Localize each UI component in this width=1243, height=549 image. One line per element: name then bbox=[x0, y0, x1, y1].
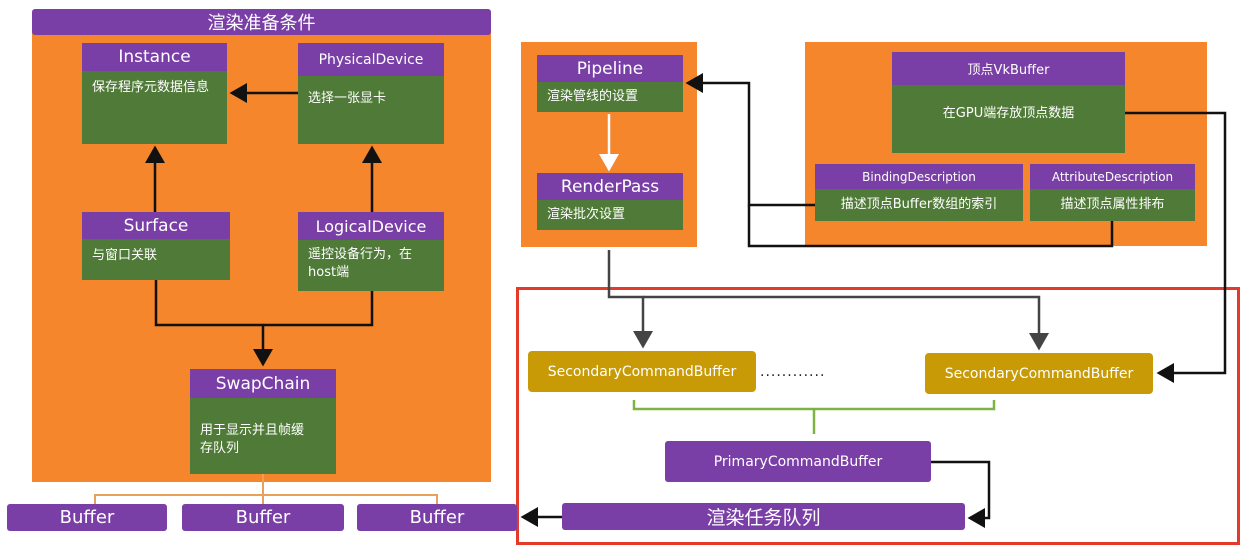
binding-description-title: BindingDescription bbox=[815, 164, 1023, 189]
attribute-description-title: AttributeDescription bbox=[1030, 164, 1195, 189]
primary-command-buffer: PrimaryCommandBuffer bbox=[665, 441, 931, 482]
arrow-vertex-to-pipeline bbox=[685, 73, 815, 207]
command-highlight-frame bbox=[516, 287, 1240, 545]
pipeline-body: 渲染管线的设置 bbox=[537, 82, 683, 112]
swapchain-title: SwapChain bbox=[190, 369, 336, 398]
logical-device-body: 遥控设备行为，在host端 bbox=[298, 240, 444, 291]
renderpass-body: 渲染批次设置 bbox=[537, 200, 683, 230]
logical-device-title: LogicalDevice bbox=[298, 212, 444, 240]
vkbuffer-title: 顶点VkBuffer bbox=[892, 52, 1125, 85]
secondary-command-buffer-right: SecondaryCommandBuffer bbox=[925, 353, 1153, 394]
prep-panel-title: 渲染准备条件 bbox=[32, 9, 491, 35]
attribute-description-body: 描述顶点属性排布 bbox=[1030, 189, 1195, 221]
vkbuffer-body: 在GPU端存放顶点数据 bbox=[892, 85, 1125, 153]
ellipsis-text: ............ bbox=[760, 364, 826, 380]
render-task-queue: 渲染任务队列 bbox=[562, 503, 965, 530]
secondary-command-buffer-left: SecondaryCommandBuffer bbox=[528, 351, 756, 392]
binding-description-body: 描述顶点Buffer数组的索引 bbox=[815, 189, 1023, 221]
instance-title: Instance bbox=[82, 43, 227, 71]
instance-body: 保存程序元数据信息 bbox=[82, 71, 227, 144]
surface-body: 与窗口关联 bbox=[82, 239, 230, 280]
renderpass-title: RenderPass bbox=[537, 173, 683, 200]
physical-device-title: PhysicalDevice bbox=[298, 43, 444, 76]
surface-title: Surface bbox=[82, 212, 230, 239]
buffer-2: Buffer bbox=[182, 504, 344, 531]
swapchain-body: 用于显示并且帧缓存队列 bbox=[190, 398, 336, 474]
pipeline-title: Pipeline bbox=[537, 55, 683, 82]
physical-device-body: 选择一张显卡 bbox=[298, 76, 444, 144]
buffer-3: Buffer bbox=[357, 504, 517, 531]
buffer-1: Buffer bbox=[7, 504, 167, 531]
